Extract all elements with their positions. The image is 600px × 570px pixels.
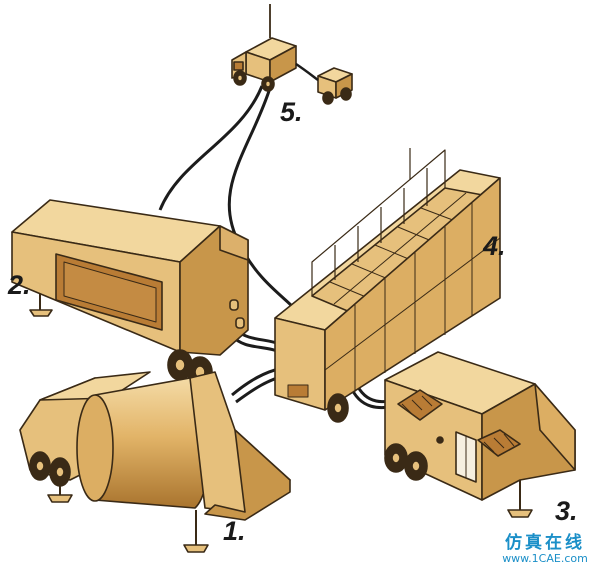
vehicle-1-radar-drum-trailer <box>19 371 291 553</box>
label-5: 5. <box>280 97 303 127</box>
watermark: 仿真在线 www.1CAE.com <box>492 528 598 565</box>
watermark-url: www.1CAE.com <box>502 552 588 565</box>
label-3: 3. <box>555 496 578 526</box>
label-1: 1. <box>223 516 246 546</box>
vehicle-2-control-shelter <box>11 199 249 388</box>
vehicle-3-shelter-trailer <box>384 351 576 518</box>
label-2: 2. <box>8 270 31 300</box>
cable-5-to-2 <box>158 85 264 211</box>
vehicle-5-power-truck <box>231 4 353 105</box>
vehicle-4-antenna-trailer <box>274 148 501 423</box>
watermark-chinese: 仿真在线 <box>505 533 585 553</box>
label-4: 4. <box>483 231 506 261</box>
